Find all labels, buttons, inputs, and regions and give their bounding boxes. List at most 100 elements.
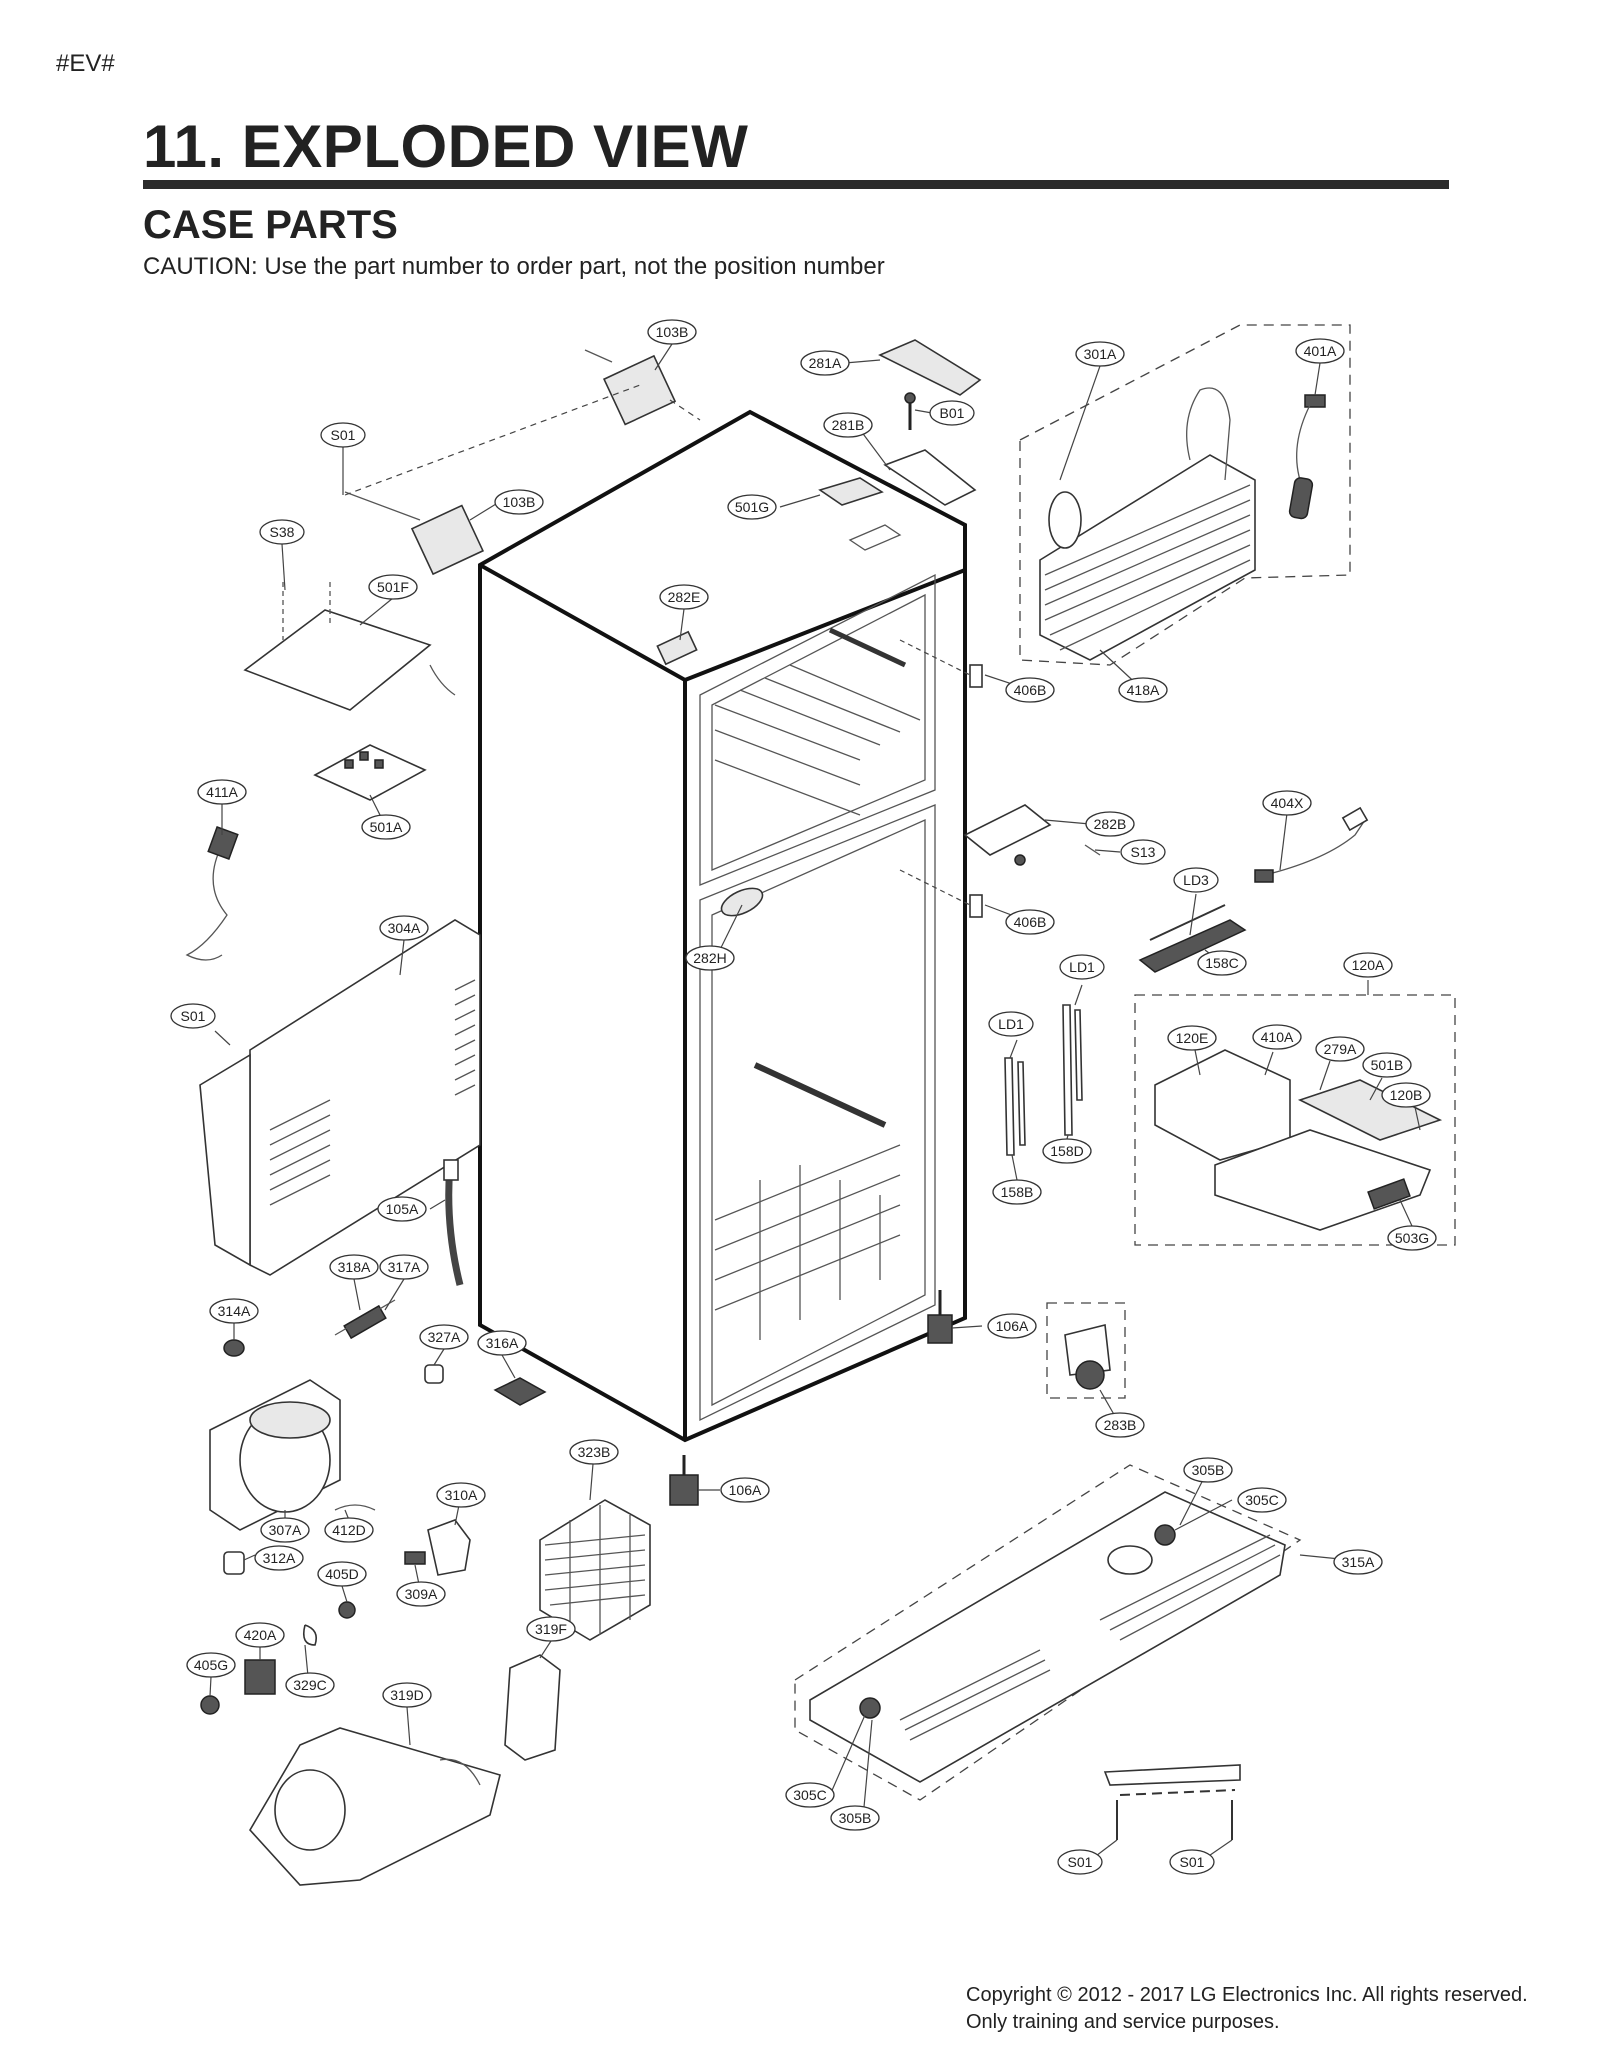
svg-text:406B: 406B: [1014, 682, 1047, 698]
svg-text:LD3: LD3: [1183, 872, 1209, 888]
part-406b-lower: [969, 894, 983, 918]
callout-405d: 405D: [317, 1561, 367, 1587]
callout-305c-top: 305C: [1237, 1487, 1287, 1513]
svg-text:S38: S38: [270, 524, 295, 540]
svg-text:120B: 120B: [1390, 1087, 1423, 1103]
svg-text:319F: 319F: [535, 1621, 567, 1637]
callout-503g: 503G: [1387, 1225, 1437, 1251]
svg-text:418A: 418A: [1127, 682, 1160, 698]
part-282e: [656, 630, 698, 666]
callout-s38: S38: [259, 519, 305, 545]
usage-note: Only training and service purposes.: [966, 2011, 1280, 2033]
callout-s01-bottom-left: S01: [1057, 1849, 1103, 1875]
svg-text:282B: 282B: [1094, 816, 1127, 832]
callout-307a: 307A: [260, 1517, 310, 1543]
callout-314a: 314A: [209, 1298, 259, 1324]
document-tag: #EV#: [56, 50, 115, 77]
svg-text:501F: 501F: [377, 579, 409, 595]
callout-406b-lower: 406B: [1005, 909, 1055, 935]
svg-text:305C: 305C: [793, 1787, 826, 1803]
callout-106a-front: 106A: [720, 1477, 770, 1503]
part-406b-upper: [969, 664, 983, 688]
callout-501a: 501A: [361, 814, 411, 840]
svg-text:283B: 283B: [1104, 1417, 1137, 1433]
svg-text:282H: 282H: [693, 950, 726, 966]
part-158c-lamp-cover: [1138, 904, 1247, 973]
part-310a-bracket: [427, 1519, 471, 1576]
callout-s13: S13: [1120, 839, 1166, 865]
svg-text:S01: S01: [331, 427, 356, 443]
part-404x-sensor: [1254, 806, 1369, 883]
callout-420a: 420A: [235, 1622, 285, 1648]
svg-text:319D: 319D: [390, 1687, 423, 1703]
part-319d-fan-housing: [249, 1727, 501, 1886]
svg-text:282E: 282E: [668, 589, 701, 605]
part-420a-fan-motor: [244, 1624, 318, 1695]
roller-group-outline: [1046, 1302, 1126, 1399]
svg-text:106A: 106A: [729, 1482, 762, 1498]
callout-501f: 501F: [368, 574, 418, 600]
callout-ld3: LD3: [1173, 867, 1219, 893]
part-327a-cap: [424, 1364, 444, 1384]
svg-text:314A: 314A: [218, 1303, 251, 1319]
part-106a-foot-front: [669, 1455, 699, 1506]
callout-158b: 158B: [992, 1179, 1042, 1205]
callout-305c-bottom: 305C: [785, 1782, 835, 1808]
part-405d-grommet: [338, 1601, 356, 1619]
svg-text:401A: 401A: [1304, 343, 1337, 359]
callout-327a: 327A: [419, 1324, 469, 1350]
callout-105a: 105A: [377, 1196, 427, 1222]
section-title: CASE PARTS: [143, 203, 398, 247]
callout-329c: 329C: [285, 1672, 335, 1698]
part-501f-cover: [243, 582, 456, 711]
callout-318a: 318A: [329, 1254, 379, 1280]
callout-s01-left: S01: [170, 1003, 216, 1029]
callout-319d: 319D: [382, 1682, 432, 1708]
part-283b-roller: [1064, 1324, 1111, 1390]
callout-281b: 281B: [823, 412, 873, 438]
callout-310a: 310A: [436, 1482, 486, 1508]
svg-text:316A: 316A: [486, 1335, 519, 1351]
callout-412d: 412D: [324, 1517, 374, 1543]
part-405g-grommet: [200, 1695, 220, 1715]
title-rule: [143, 180, 1449, 189]
svg-text:106A: 106A: [996, 1318, 1029, 1334]
svg-text:318A: 318A: [338, 1259, 371, 1275]
callout-323b: 323B: [569, 1439, 619, 1465]
svg-text:S13: S13: [1131, 844, 1156, 860]
callout-279a: 279A: [1315, 1036, 1365, 1062]
part-158b-strip: [1004, 1057, 1026, 1156]
callout-410a: 410A: [1252, 1024, 1302, 1050]
svg-text:420A: 420A: [244, 1627, 277, 1643]
part-282h: [720, 887, 764, 917]
callout-404x: 404X: [1262, 790, 1312, 816]
svg-text:281B: 281B: [832, 417, 865, 433]
svg-text:103B: 103B: [503, 494, 536, 510]
callout-282e: 282E: [659, 584, 709, 610]
part-281b-hinge: [883, 392, 977, 506]
callout-ld1-left: LD1: [988, 1011, 1034, 1037]
callout-315a: 315A: [1333, 1549, 1383, 1575]
callout-305b-top: 305B: [1183, 1457, 1233, 1483]
callout-282b: 282B: [1085, 811, 1135, 837]
part-316a-pad: [493, 1377, 547, 1406]
callout-120b: 120B: [1381, 1082, 1431, 1108]
callout-411a: 411A: [197, 779, 247, 805]
front-bracket: [1103, 1764, 1241, 1840]
part-307a-compressor: [209, 1379, 341, 1531]
part-317a-relay: [334, 1299, 396, 1340]
part-281a: [878, 339, 982, 396]
svg-text:279A: 279A: [1324, 1041, 1357, 1057]
svg-text:315A: 315A: [1342, 1554, 1375, 1570]
part-120a-housing: [1154, 1049, 1443, 1231]
svg-text:329C: 329C: [293, 1677, 326, 1693]
callout-s01-bottom-right: S01: [1169, 1849, 1215, 1875]
svg-text:310A: 310A: [445, 1487, 478, 1503]
callout-282h: 282H: [685, 945, 735, 971]
callout-301a: 301A: [1075, 341, 1125, 367]
svg-text:B01: B01: [940, 405, 965, 421]
svg-text:S01: S01: [1180, 1854, 1205, 1870]
callout-309a: 309A: [396, 1581, 446, 1607]
part-501g: [818, 477, 884, 506]
